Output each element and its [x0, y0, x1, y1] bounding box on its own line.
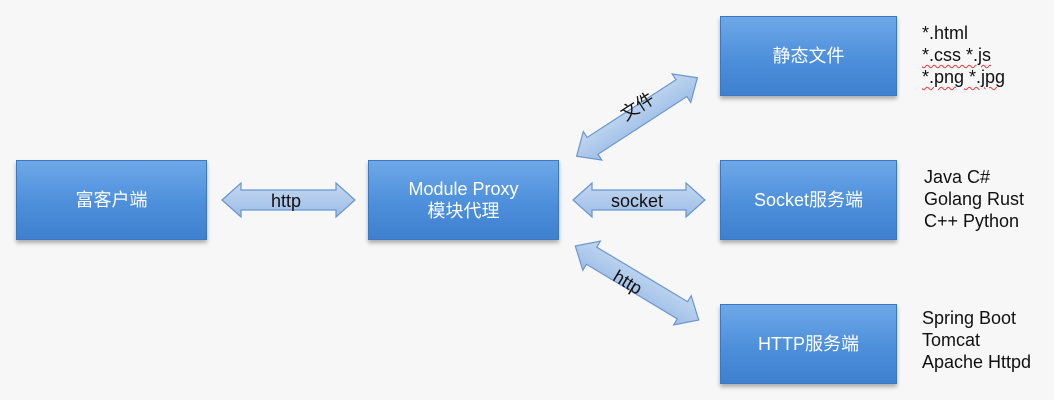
arrow-proxy-static — [575, 73, 699, 161]
note-line: Java C# — [924, 167, 991, 187]
static-file-types-note: *.html *.css *.js *.png *.jpg — [922, 22, 1005, 88]
rich-client-box: 富客户端 — [16, 160, 207, 240]
socket-server-label: Socket服务端 — [753, 190, 864, 210]
rich-client-label: 富客户端 — [75, 190, 148, 210]
arrow-proxy-socket — [572, 181, 706, 219]
arrow-label-proxy-socket: socket — [611, 191, 664, 211]
arrow-label-client-proxy: http — [271, 191, 302, 211]
static-files-box: 静态文件 — [720, 16, 897, 96]
arrow-client-proxy — [221, 181, 356, 219]
socket-server-box: Socket服务端 — [720, 160, 897, 240]
http-server-box: HTTP服务端 — [720, 304, 897, 384]
note-line: Tomcat — [922, 330, 981, 350]
static-files-label: 静态文件 — [772, 46, 845, 66]
note-line: Apache Httpd — [922, 352, 1032, 372]
module-proxy-box: Module Proxy 模块代理 — [368, 160, 559, 240]
note-line: *.html — [922, 23, 969, 43]
http-servers-note: Spring Boot Tomcat Apache Httpd — [922, 307, 1031, 373]
arrow-proxy-http — [574, 240, 700, 326]
socket-languages-note: Java C# Golang Rust C++ Python — [924, 166, 1024, 232]
module-proxy-sublabel: 模块代理 — [427, 201, 500, 221]
http-server-label: HTTP服务端 — [758, 334, 859, 354]
module-proxy-label: Module Proxy — [408, 179, 519, 199]
note-line: *.css *.js — [922, 45, 992, 65]
note-line: Golang Rust — [924, 189, 1025, 209]
note-line: *.png *.jpg — [922, 67, 1006, 87]
note-line: C++ Python — [924, 211, 1020, 231]
note-line: Spring Boot — [922, 308, 1017, 328]
